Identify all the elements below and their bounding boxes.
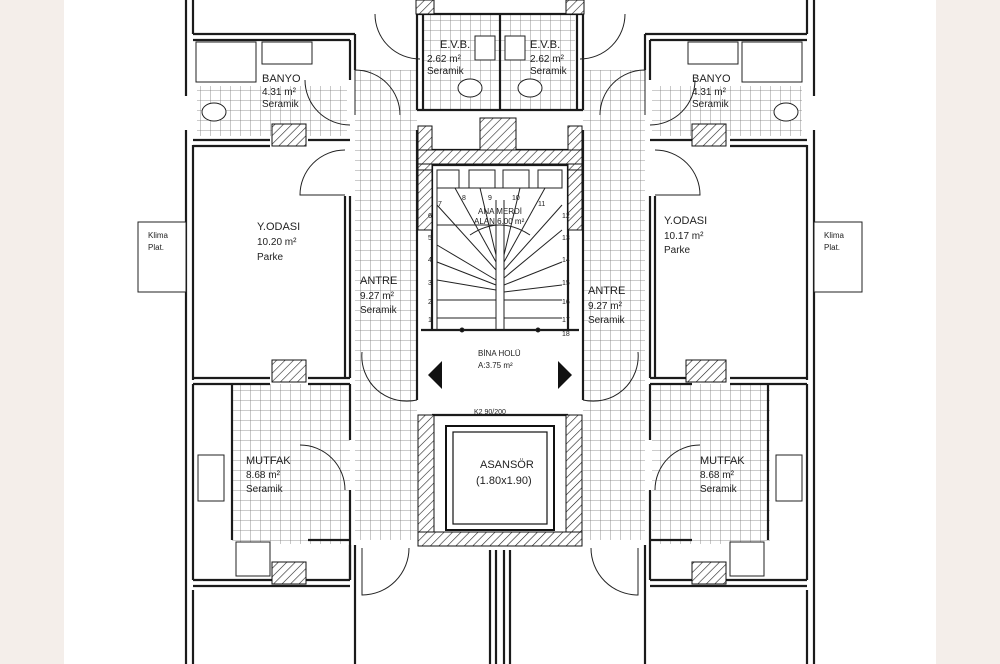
bathtub-left bbox=[195, 41, 257, 83]
sink-evb-left bbox=[474, 35, 496, 61]
yodasi-right-floor: Parke bbox=[664, 245, 691, 256]
banyo-left-floor: Seramik bbox=[262, 99, 300, 110]
stair-treads-right bbox=[469, 187, 563, 319]
klima-left-line1: Klima bbox=[148, 231, 169, 240]
yodasi-left-name: Y.ODASI bbox=[257, 221, 300, 233]
evb-right-floor: Seramik bbox=[530, 66, 568, 77]
banyo-right-floor: Seramik bbox=[692, 99, 730, 110]
evb-left-area: 2.62 m² bbox=[427, 54, 462, 65]
step-number: 9 bbox=[488, 195, 492, 202]
klima-left-line2: Plat. bbox=[148, 243, 164, 252]
fixtures bbox=[137, 35, 863, 577]
klima-right-line1: Klima bbox=[824, 231, 845, 240]
mutfak-right-area: 8.68 m² bbox=[700, 470, 735, 481]
elevator-name: ASANSÖR bbox=[480, 459, 534, 471]
step-number: 12 bbox=[562, 213, 570, 220]
step-number: 13 bbox=[562, 235, 570, 242]
doors bbox=[299, 13, 701, 596]
stair-step-numbers: 7 8 9 10 11 12 13 14 15 16 17 18 6 5 4 3… bbox=[428, 195, 570, 338]
kitchen-sink-left bbox=[197, 454, 225, 502]
antre-right-name: ANTRE bbox=[588, 285, 625, 297]
banyo-right-area: 4.31 m² bbox=[692, 87, 727, 98]
bathtub-right bbox=[741, 41, 803, 83]
yodasi-left-floor: Parke bbox=[257, 252, 284, 263]
stair-area: ALAN:6.00 m² bbox=[474, 217, 525, 226]
mutfak-left-name: MUTFAK bbox=[246, 455, 291, 467]
toilet-evb-left bbox=[457, 78, 483, 98]
step-number: 1 bbox=[428, 317, 432, 324]
stair-name: ANA MERDİ bbox=[478, 207, 522, 216]
hall-name: BİNA HOLÜ bbox=[478, 349, 521, 358]
staircase bbox=[436, 169, 563, 333]
kitchen-sink-right bbox=[775, 454, 803, 502]
klima-right-line2: Plat. bbox=[824, 243, 840, 252]
evb-right-area: 2.62 m² bbox=[530, 54, 565, 65]
sink-left bbox=[261, 41, 313, 65]
stove-left bbox=[235, 541, 271, 577]
elevator-shaft bbox=[445, 425, 555, 531]
arrow-right-icon bbox=[558, 361, 572, 389]
arrow-left-icon bbox=[428, 361, 442, 389]
banyo-right-name: BANYO bbox=[692, 73, 731, 85]
klima-platform-left bbox=[137, 221, 187, 293]
tiled-floors bbox=[197, 14, 802, 544]
toilet-left bbox=[201, 102, 227, 122]
walls bbox=[184, 0, 816, 664]
yodasi-right-area: 10.17 m² bbox=[664, 231, 704, 242]
yodasi-right-name: Y.ODASI bbox=[664, 215, 707, 227]
evb-right-name: E.V.B. bbox=[530, 39, 560, 51]
mutfak-right-floor: Seramik bbox=[700, 484, 738, 495]
step-number: 3 bbox=[428, 280, 432, 287]
klima-platform-right bbox=[813, 221, 863, 293]
antre-right-floor: Seramik bbox=[588, 315, 626, 326]
step-number: 4 bbox=[428, 257, 432, 264]
hatched-walls bbox=[271, 0, 727, 585]
antre-right-area: 9.27 m² bbox=[588, 301, 623, 312]
antre-left-floor: Seramik bbox=[360, 305, 398, 316]
step-number: 7 bbox=[438, 201, 442, 208]
sink-evb-right bbox=[504, 35, 526, 61]
antre-left-name: ANTRE bbox=[360, 275, 397, 287]
stair-treads-left bbox=[436, 187, 497, 319]
elevator-size: (1.80x1.90) bbox=[476, 475, 532, 487]
evb-left-name: E.V.B. bbox=[440, 39, 470, 51]
toilet-evb-right bbox=[517, 78, 543, 98]
step-number: 10 bbox=[512, 195, 520, 202]
room-labels: E.V.B. 2.62 m² Seramik E.V.B. 2.62 m² Se… bbox=[148, 39, 845, 495]
toilet-right bbox=[773, 102, 799, 122]
step-number: 11 bbox=[538, 201, 545, 208]
hall-door-label: K2 90/200 bbox=[474, 409, 506, 416]
mutfak-right-name: MUTFAK bbox=[700, 455, 745, 467]
step-number: 6 bbox=[428, 213, 432, 220]
sink-right bbox=[687, 41, 739, 65]
step-number: 16 bbox=[562, 299, 570, 306]
evb-left-floor: Seramik bbox=[427, 66, 465, 77]
step-number: 17 bbox=[562, 317, 570, 324]
antre-left-area: 9.27 m² bbox=[360, 291, 395, 302]
hall-arrows bbox=[428, 361, 572, 389]
mutfak-left-area: 8.68 m² bbox=[246, 470, 281, 481]
stove-right bbox=[729, 541, 765, 577]
step-number: 5 bbox=[428, 235, 432, 242]
hall-area: A:3.75 m² bbox=[478, 361, 513, 370]
step-number: 14 bbox=[562, 257, 570, 264]
step-number: 2 bbox=[428, 299, 432, 306]
step-number: 18 bbox=[562, 331, 570, 338]
step-number: 8 bbox=[462, 195, 466, 202]
mutfak-left-floor: Seramik bbox=[246, 484, 284, 495]
step-number: 15 bbox=[562, 280, 570, 287]
banyo-left-name: BANYO bbox=[262, 73, 301, 85]
banyo-left-area: 4.31 m² bbox=[262, 87, 297, 98]
yodasi-left-area: 10.20 m² bbox=[257, 237, 297, 248]
